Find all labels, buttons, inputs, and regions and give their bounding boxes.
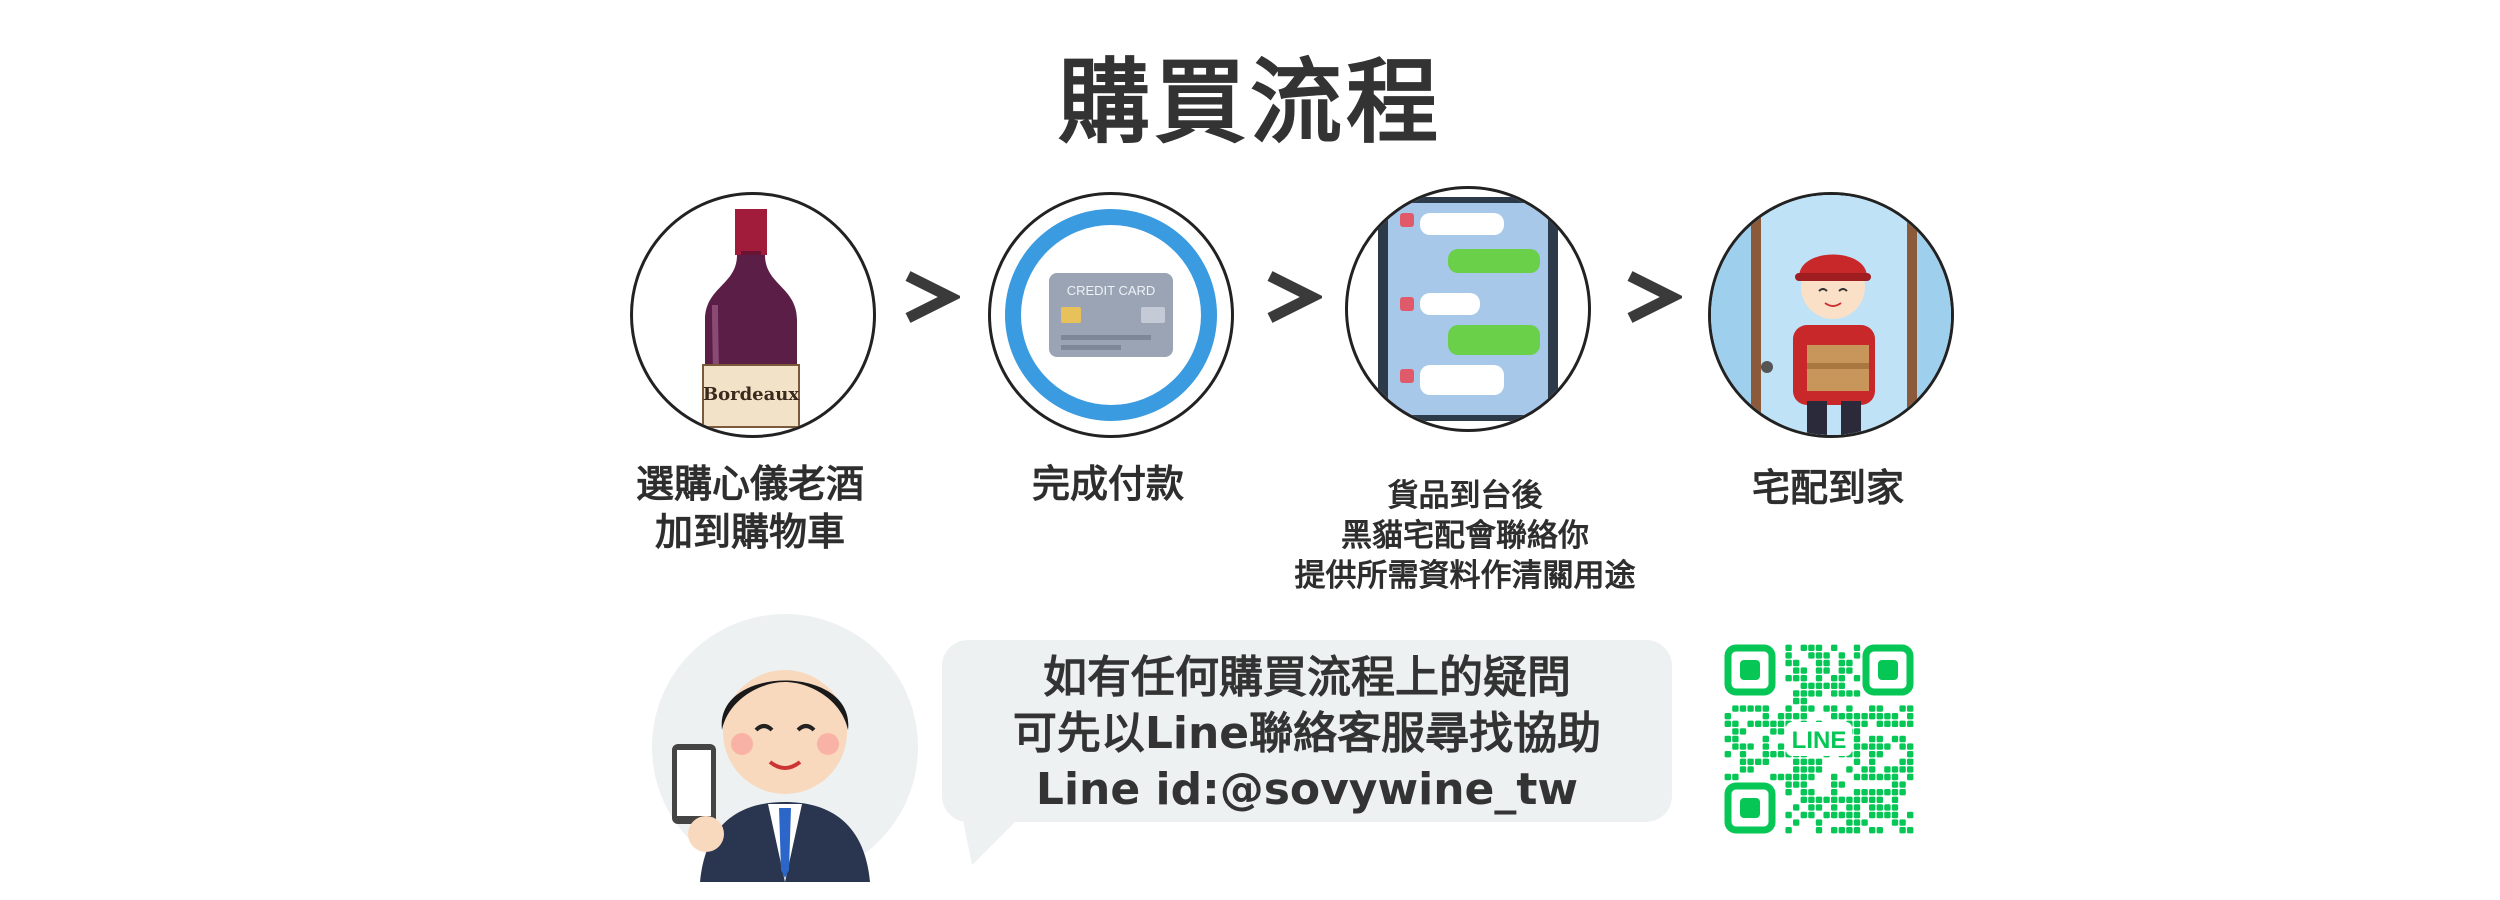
chevron-right-icon (1267, 271, 1322, 323)
bottle-label-text: Bordeaux (703, 384, 799, 405)
step-3-label: 貨品到台後 黑貓宅配會聯絡你 提供所需資料作清關用途 (1294, 478, 1636, 594)
line-qr-code-icon[interactable]: LINE (1724, 644, 1914, 834)
contact-line-1: 如有任何購買流程上的疑問 (1043, 652, 1571, 703)
card-text: CREDIT CARD (1067, 283, 1156, 298)
contact-message: 如有任何購買流程上的疑問 可先以Line聯絡客服尋找協助 Line id:@so… (942, 650, 1672, 818)
step-2-label: 完成付款 (1031, 462, 1184, 506)
chevron-right-icon (1627, 271, 1682, 323)
speech-bubble-tail (962, 815, 1022, 865)
step-1-label: 選購心儀老酒 加到購物車 (635, 462, 864, 554)
step-4-label: 宅配到家 (1751, 466, 1904, 510)
speech-bubble (942, 640, 1672, 822)
wine-bottle-icon: Bordeaux (702, 209, 800, 428)
contact-line-id: Line id:@sovywine_tw (1035, 764, 1579, 815)
qr-finder-top-right (1862, 644, 1914, 696)
step-2-circle: CREDIT CARD (988, 192, 1234, 438)
step-1-circle: Bordeaux (630, 192, 876, 438)
delivery-person-icon (1711, 195, 1951, 435)
businessman-with-phone-icon (652, 614, 918, 882)
contact-line-2: 可先以Line聯絡客服尋找協助 (1012, 708, 1602, 759)
page-title: 購買流程 (1057, 49, 1442, 156)
credit-card-icon: CREDIT CARD (1005, 209, 1217, 421)
step-4-circle (1708, 192, 1954, 438)
step-3-circle (1345, 186, 1591, 432)
qr-finder-bottom-left (1724, 782, 1776, 834)
qr-line-label: LINE (1792, 727, 1847, 754)
chat-phone-icon (1378, 197, 1558, 421)
chevron-right-icon (905, 271, 960, 323)
qr-finder-top-left (1724, 644, 1776, 696)
